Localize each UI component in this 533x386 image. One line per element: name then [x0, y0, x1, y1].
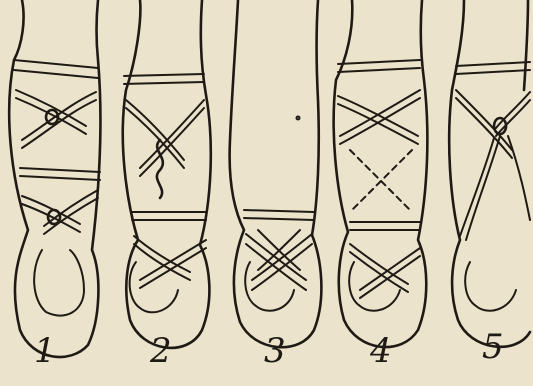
lacing-label-4: 4: [369, 331, 392, 371]
lacing-label-3: 3: [264, 331, 286, 371]
lacing-label-2: 2: [149, 331, 172, 371]
lacing-label-5: 5: [482, 327, 504, 367]
lacing-label-1: 1: [34, 331, 56, 371]
lacing-figure-5: 5: [449, 0, 530, 367]
lacing-figure-1: 1: [9, 0, 100, 371]
lacing-figure-2: 2: [123, 0, 211, 371]
lacing-figure-4: 4: [334, 0, 428, 371]
lacing-figure-3: 3: [230, 0, 322, 371]
